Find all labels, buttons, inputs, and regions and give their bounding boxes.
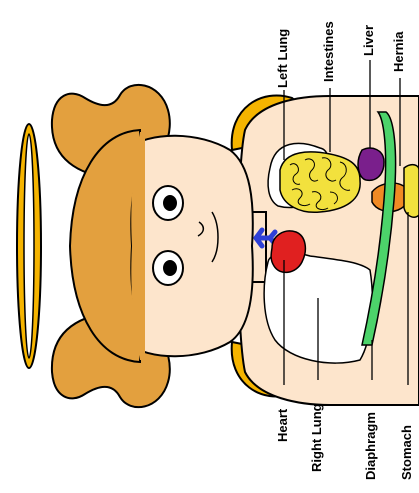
label-right-lung: Right Lung <box>310 403 323 472</box>
label-left-lung: Left Lung <box>276 29 289 88</box>
intestines <box>280 152 360 212</box>
right-pupil <box>163 260 177 276</box>
label-liver: Liver <box>362 25 375 56</box>
left-pupil <box>163 195 177 211</box>
heart <box>271 231 305 272</box>
label-diaphragm: Diaphragm <box>364 412 377 480</box>
hernia <box>404 165 419 218</box>
halo-inner <box>24 134 34 358</box>
label-stomach: Stomach <box>400 425 413 480</box>
label-intestines: Intestines <box>322 21 335 82</box>
label-heart: Heart <box>276 409 289 442</box>
liver <box>358 148 384 180</box>
label-hernia: Hernia <box>392 32 405 72</box>
